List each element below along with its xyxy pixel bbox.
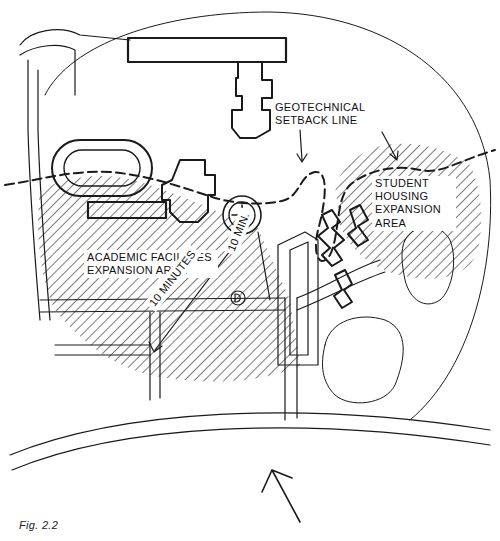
road [38, 70, 50, 320]
north-arrow [262, 470, 300, 522]
setback-label: GEOTECHNICAL SETBACK LINE [272, 100, 374, 128]
road [297, 260, 385, 310]
parking-lot [290, 242, 308, 355]
open-space [322, 317, 403, 403]
figure-caption: Fig. 2.2 [16, 518, 61, 533]
building [162, 160, 215, 222]
parking-lot [278, 232, 318, 365]
distance-label: 10 MIN. [223, 208, 255, 257]
road [12, 428, 490, 470]
road [285, 298, 297, 420]
road [20, 30, 130, 45]
marker [235, 294, 240, 302]
building [88, 202, 166, 218]
marker [231, 291, 245, 305]
running-track [64, 150, 140, 186]
housing-block [334, 270, 352, 308]
road [55, 345, 150, 355]
site-boundary [45, 12, 491, 420]
running-track [52, 140, 152, 196]
open-space [402, 227, 454, 304]
road [258, 232, 270, 300]
housing-block [348, 205, 368, 246]
leader-arrow [382, 132, 398, 160]
setback-line [5, 150, 495, 261]
building [232, 62, 272, 138]
leader-arrow [297, 130, 307, 162]
student-housing-expansion-area [335, 144, 481, 279]
road [150, 312, 160, 400]
building [128, 38, 286, 62]
housing-block [318, 210, 344, 266]
area-label: STUDENT HOUSING EXPANSION AREA [372, 176, 456, 231]
road [10, 413, 490, 455]
